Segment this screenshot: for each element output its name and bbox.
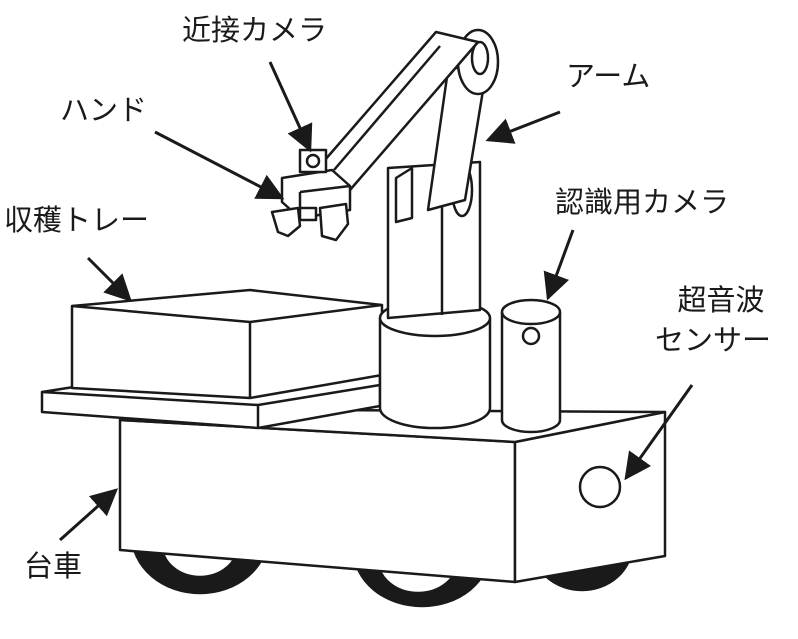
arrow-cart: [59, 488, 119, 542]
arrow-ultrasonic-sensor: [624, 384, 694, 481]
label-arm: アーム: [566, 59, 651, 93]
arm-base-cylinder: [378, 298, 492, 430]
harvest-tray-box: [70, 288, 384, 400]
cart-body: [118, 408, 667, 584]
label-hand: ハンド: [60, 93, 148, 127]
label-ultrasonic-line1: 超音波: [677, 283, 765, 317]
label-ultrasonic-line2: センサー: [654, 323, 771, 357]
arrow-recognition-camera: [543, 229, 575, 301]
arrow-hand: [154, 130, 285, 200]
arrow-proximity-camera: [268, 61, 313, 153]
arrow-arm: [485, 110, 561, 144]
label-cart: 台車: [24, 549, 83, 583]
pointer-arrows: [59, 61, 694, 542]
gripper: [270, 148, 352, 242]
label-harvest-tray: 収穫トレー: [4, 203, 150, 237]
recognition-camera-body: [500, 298, 562, 434]
label-proximity-camera: 近接カメラ: [182, 13, 328, 47]
ultrasonic-sensor: [578, 465, 622, 509]
arrow-harvest-tray: [86, 256, 132, 302]
label-recognition-camera: 認識用カメラ: [555, 185, 730, 219]
